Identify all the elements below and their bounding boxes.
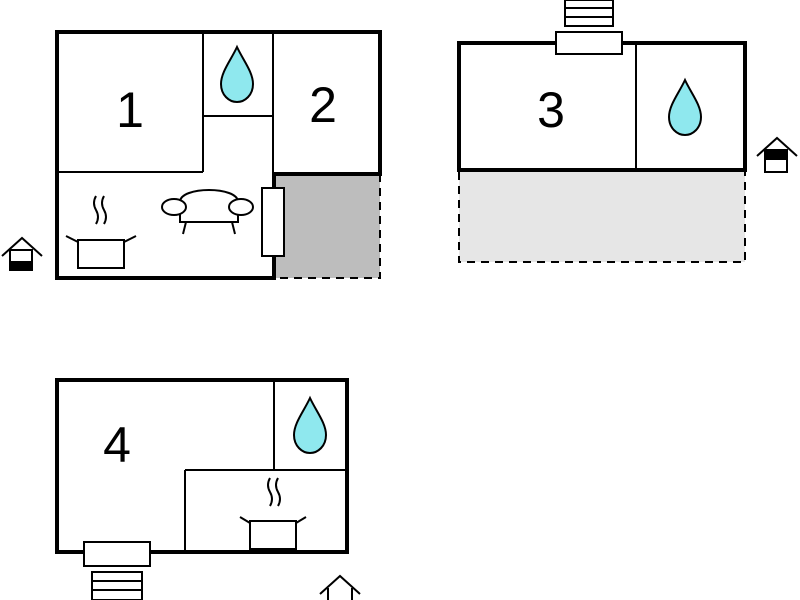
terrace-b xyxy=(459,172,745,262)
stairs-icon xyxy=(83,541,151,600)
terrace-a-dashed-edge xyxy=(276,174,381,279)
room-number-1: 1 xyxy=(116,82,144,138)
floor-plan-c: 4 xyxy=(55,378,361,600)
water-drop-icon xyxy=(219,44,255,104)
water-drop-icon xyxy=(667,77,703,137)
floor-plan-b: 3 xyxy=(457,0,798,263)
room-number-4: 4 xyxy=(103,417,131,473)
sofa-icon xyxy=(161,189,254,235)
cooking-pot-icon xyxy=(65,195,137,269)
house-entrance-icon xyxy=(319,574,361,600)
cooking-pot-icon xyxy=(239,477,307,550)
door-step xyxy=(261,187,285,257)
house-entrance-icon xyxy=(756,136,798,173)
terrace-b-dashed-edge xyxy=(458,172,746,263)
water-drop-icon xyxy=(292,395,328,455)
terrace-a xyxy=(276,174,380,278)
room-number-2: 2 xyxy=(309,77,337,133)
stairs-icon xyxy=(555,0,623,55)
plan-c-outer-walls xyxy=(55,378,349,554)
house-entrance-icon xyxy=(1,236,43,271)
room-number-3: 3 xyxy=(537,82,565,138)
plan-b-outer-walls xyxy=(457,41,747,172)
floor-plan-a: 1 2 xyxy=(1,30,382,280)
